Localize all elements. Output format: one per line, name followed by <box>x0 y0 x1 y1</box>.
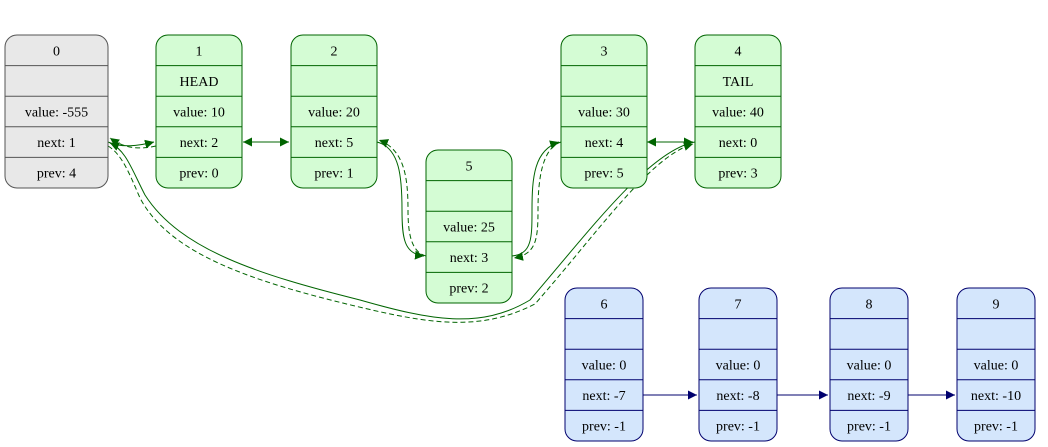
node-index: 0 <box>53 44 60 59</box>
edge-prev-3-5 <box>513 141 562 261</box>
node-next: next: 1 <box>37 136 76 151</box>
edge-next-2-5 <box>376 141 425 260</box>
node-index: 3 <box>601 44 608 59</box>
node-value: value: 0 <box>847 359 892 374</box>
node-9: 9 value: 0 next: -10 prev: -1 <box>956 287 1036 442</box>
node-box <box>694 34 782 189</box>
node-prev: prev: 1 <box>314 167 353 182</box>
node-next: next: 4 <box>585 136 624 151</box>
node-prev: prev: 2 <box>449 282 488 297</box>
node-index: 4 <box>735 44 742 59</box>
node-next: next: 5 <box>315 136 354 151</box>
node-value: value: 0 <box>582 359 627 374</box>
node-prev: prev: -1 <box>582 420 626 435</box>
node-next: next: -8 <box>716 389 759 404</box>
node-2: 2 value: 20 next: 5 prev: 1 <box>290 34 378 189</box>
node-prev: prev: 5 <box>584 167 623 182</box>
node-box <box>155 34 243 189</box>
node-value: value: 25 <box>443 221 495 236</box>
node-box <box>564 287 644 442</box>
edges-layer <box>107 137 955 400</box>
node-prev: prev: 4 <box>37 167 76 182</box>
node-box <box>560 34 648 189</box>
node-5: 5 value: 25 next: 3 prev: 2 <box>425 149 513 304</box>
node-index: 1 <box>196 44 203 59</box>
edge-prev-0-4 <box>107 142 694 323</box>
node-value: value: 0 <box>974 359 1019 374</box>
node-prev: prev: -1 <box>847 420 891 435</box>
node-label: HEAD <box>180 75 219 90</box>
node-index: 5 <box>466 159 473 174</box>
node-value: value: 20 <box>308 106 360 121</box>
node-value: value: 10 <box>173 106 225 121</box>
node-0: 0 value: -555 next: 1 prev: 4 <box>4 34 109 189</box>
node-index: 2 <box>331 44 338 59</box>
node-prev: prev: -1 <box>974 420 1018 435</box>
node-index: 6 <box>601 297 608 312</box>
node-value: value: -555 <box>25 106 88 121</box>
node-next: next: 2 <box>180 136 219 151</box>
node-index: 8 <box>866 297 873 312</box>
node-box <box>956 287 1036 442</box>
node-value: value: 40 <box>712 106 764 121</box>
node-box <box>829 287 909 442</box>
node-prev: prev: 3 <box>718 167 757 182</box>
node-index: 7 <box>735 297 742 312</box>
edge-prev-5-2 <box>378 139 427 257</box>
node-prev: prev: -1 <box>716 420 760 435</box>
edge-prev-1-0 <box>109 137 157 149</box>
node-next: next: 3 <box>450 251 489 266</box>
node-box <box>290 34 378 189</box>
node-label: TAIL <box>723 75 754 90</box>
node-3: 3 value: 30 next: 4 prev: 5 <box>560 34 648 189</box>
edge-next-5-3 <box>511 140 560 257</box>
node-value: value: 0 <box>716 359 761 374</box>
node-prev: prev: 0 <box>179 167 218 182</box>
node-box <box>698 287 778 442</box>
node-next: next: 0 <box>719 136 758 151</box>
node-8: 8 value: 0 next: -9 prev: -1 <box>829 287 909 442</box>
node-7: 7 value: 0 next: -8 prev: -1 <box>698 287 778 442</box>
node-next: next: -7 <box>582 389 625 404</box>
node-index: 9 <box>993 297 1000 312</box>
edge-next-4-0 <box>109 141 696 320</box>
node-next: next: -10 <box>971 389 1021 404</box>
node-box <box>425 149 513 304</box>
node-value: value: 30 <box>578 106 630 121</box>
node-next: next: -9 <box>847 389 890 404</box>
node-box <box>4 34 109 189</box>
node-6: 6 value: 0 next: -7 prev: -1 <box>564 287 644 442</box>
